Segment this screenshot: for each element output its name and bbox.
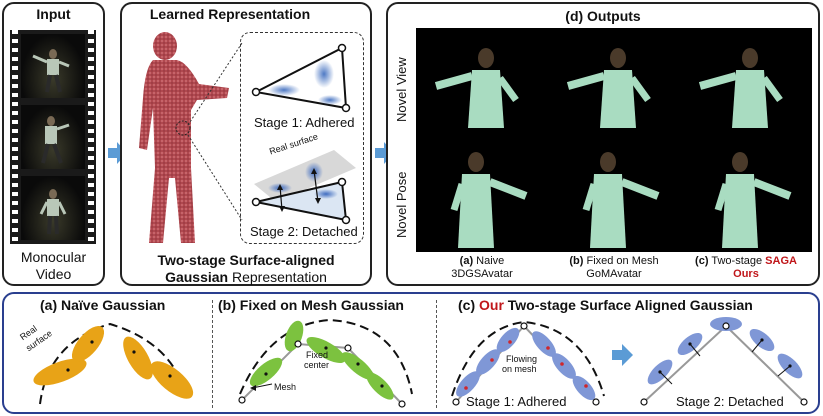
- stage1-label: Stage 1: Adhered: [254, 115, 355, 130]
- fixed-mesh-gaussian-diagram: [238, 318, 413, 408]
- stage1-triangle: [251, 43, 351, 113]
- render-cell: [566, 48, 651, 128]
- person-figure-icon: [41, 116, 70, 164]
- bottom-b-mesh: Mesh: [274, 382, 297, 392]
- film-strip: [10, 30, 96, 244]
- zoom-leader-lines: [187, 42, 243, 221]
- flow-arrow-2: [375, 142, 394, 164]
- bottom-c-our: Our: [479, 297, 504, 313]
- video-frame-2: [21, 105, 85, 169]
- film-holes-right: [88, 30, 94, 244]
- person-figure-icon: [32, 49, 70, 93]
- col-b-line1: (b) Fixed on Mesh: [548, 255, 680, 267]
- bottom-c-stage1: Stage 1: Adhered: [466, 394, 567, 409]
- input-title: Input: [36, 6, 71, 22]
- col-a-line2: 3DGSAvatar: [451, 268, 513, 280]
- col-c-name: Two-stage: [708, 255, 766, 267]
- learned-caption-rest: Representation: [228, 269, 327, 285]
- film-holes-left: [12, 30, 18, 244]
- person-figure-icon: [39, 189, 67, 235]
- bottom-c-stage2: Stage 2: Detached: [676, 394, 784, 409]
- zoom-inset-box: [240, 32, 364, 244]
- render-cell: [434, 48, 519, 128]
- naive-gaussian-diagram: [33, 322, 194, 405]
- render-results-image: [434, 48, 792, 248]
- bottom-a-title: (a) Naïve Gaussian: [40, 297, 166, 313]
- saga-label: SAGA: [765, 255, 797, 267]
- row-label-novel-pose: Novel Pose: [394, 171, 409, 238]
- stage2-label: Stage 2: Detached: [250, 224, 358, 239]
- bottom-b-title: (b) Fixed on Mesh Gaussian: [218, 297, 404, 313]
- bottom-b-fixed-1: Fixed: [306, 350, 329, 360]
- video-frame-3: [21, 176, 85, 240]
- row-label-novel-view: Novel View: [394, 57, 409, 122]
- col-a-line1: (a) Naive: [416, 255, 548, 267]
- bottom-c-flowing-2: on mesh: [502, 364, 537, 374]
- input-caption-line2: Video: [35, 266, 72, 282]
- col-b-line2: GoMAvatar: [586, 268, 642, 280]
- render-cell: [582, 152, 660, 248]
- render-cell: [698, 48, 783, 128]
- learned-caption-line1: Two-stage Surface-aligned: [157, 252, 335, 268]
- bottom-c-flowing-1: Flowing: [506, 354, 538, 364]
- input-caption-line1: Monocular: [20, 249, 87, 265]
- stage1-adhered-diagram: [451, 320, 605, 406]
- learned-caption-bold: Gaussian: [165, 269, 229, 285]
- col-c-line1: (c) Two-stage SAGA: [680, 255, 812, 267]
- video-frame-1: [21, 34, 85, 98]
- outputs-title: (d) Outputs: [565, 8, 641, 24]
- col-b-tag: (b): [569, 255, 584, 267]
- render-cell: [714, 152, 792, 248]
- flow-arrow-1: [108, 142, 127, 164]
- bottom-c-title: (c) Our Two-stage Surface Aligned Gaussi…: [458, 297, 753, 313]
- col-c-tag: (c): [695, 255, 709, 267]
- col-c-line2: Ours: [733, 268, 759, 280]
- stage2-detached-diagram: [640, 317, 808, 406]
- render-cell: [450, 152, 528, 248]
- col-b-name: Fixed on Mesh: [583, 255, 659, 267]
- stage2-diagram: [251, 150, 356, 225]
- bottom-c-rest: Two-stage Surface Aligned Gaussian: [503, 297, 753, 313]
- bottom-c-tag: (c): [458, 297, 479, 313]
- outputs-image-grid: [416, 28, 812, 252]
- divider-2: [436, 300, 437, 408]
- col-a-tag: (a): [459, 255, 474, 267]
- bottom-b-fixed-2: center: [304, 360, 330, 370]
- learned-title: Learned Representation: [149, 6, 311, 22]
- gaussian-avatar-figure: [139, 32, 229, 243]
- divider-1: [212, 300, 213, 408]
- stage-transition-arrow: [612, 344, 633, 366]
- col-a-name: Naive: [473, 255, 505, 267]
- learned-caption-line2: Gaussian Representation: [120, 269, 372, 285]
